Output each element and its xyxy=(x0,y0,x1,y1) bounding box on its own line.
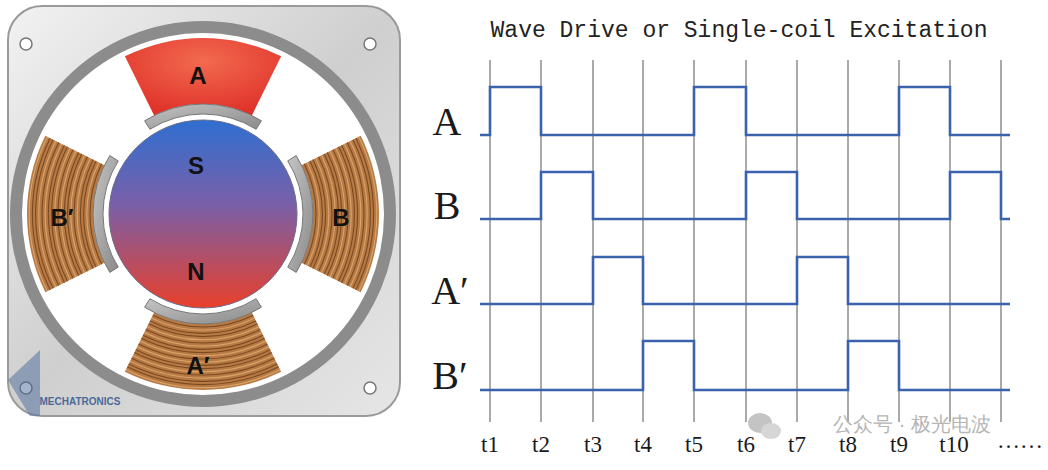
coil-winding xyxy=(29,137,47,291)
time-label-text: t5 xyxy=(684,433,704,456)
coil-winding xyxy=(147,327,259,340)
coil-winding xyxy=(146,330,261,343)
pole-shoe xyxy=(145,299,262,324)
pole-letter: S xyxy=(188,154,204,178)
time-label-text: t7 xyxy=(787,433,807,456)
signal-name-text: B xyxy=(433,186,462,226)
time-label-text: t2 xyxy=(531,433,551,456)
coil-winding xyxy=(356,138,374,289)
waveforms xyxy=(480,87,1010,390)
logo-watermark: MECHATRONICS xyxy=(39,397,122,407)
time-label: t10 xyxy=(938,433,969,456)
signal-name: B xyxy=(433,186,462,226)
coil-winding xyxy=(149,324,258,337)
coil-winding xyxy=(36,140,53,289)
gridline xyxy=(1001,60,1002,422)
pole-b-prime: B′ xyxy=(25,118,121,310)
motor-housing xyxy=(8,6,400,416)
time-label: t5 xyxy=(684,433,704,456)
pole-label: B xyxy=(332,206,349,230)
coil-winding xyxy=(319,157,332,272)
time-label: t6 xyxy=(736,433,756,456)
pole-letter: B′ xyxy=(50,206,73,230)
pole-a-prime: A′ xyxy=(107,296,299,392)
coil-winding xyxy=(353,140,370,289)
gridline xyxy=(593,60,594,422)
pole-letter: B xyxy=(332,206,349,230)
coil-winding xyxy=(141,338,264,352)
magnet-pole-label: S xyxy=(188,154,204,178)
time-label-text: t1 xyxy=(480,433,500,456)
time-label: …… xyxy=(996,429,1044,452)
pole-label: A′ xyxy=(186,354,209,378)
time-label-text: …… xyxy=(996,429,1044,452)
pulse-waveform xyxy=(480,257,1010,304)
time-label: t9 xyxy=(889,433,909,456)
time-label: t7 xyxy=(787,433,807,456)
rotor: SN xyxy=(107,118,299,310)
signal-name: A′ xyxy=(430,271,470,311)
gridline xyxy=(797,60,798,422)
coil-winding xyxy=(359,137,377,291)
time-label: t1 xyxy=(480,433,500,456)
pole-shoe xyxy=(288,156,313,273)
pole-label: A xyxy=(189,64,206,88)
coil-winding xyxy=(350,141,367,287)
coil-winding xyxy=(144,332,261,346)
coil-winding xyxy=(347,143,364,286)
pulse-waveform xyxy=(480,172,1010,219)
time-label-text: t9 xyxy=(889,433,909,456)
watermark: 公众号 · 极光电波 xyxy=(832,414,992,434)
signal-name: A xyxy=(432,102,463,142)
signal-name-text: A xyxy=(432,102,463,142)
time-label-text: t10 xyxy=(938,433,969,456)
mount-hole xyxy=(20,38,32,50)
time-label-text: t6 xyxy=(736,433,756,456)
time-label: t3 xyxy=(583,433,603,456)
time-label: t8 xyxy=(838,433,858,456)
magnet-pole-label: N xyxy=(187,260,204,284)
signal-name-text: A′ xyxy=(430,271,470,311)
stator-bore xyxy=(22,33,384,395)
chart-title: Wave Drive or Single-coil Excitation xyxy=(491,20,988,43)
stator-ring xyxy=(10,21,396,407)
mount-hole xyxy=(364,38,376,50)
pole-letter: A xyxy=(189,64,206,88)
time-label-text: t3 xyxy=(583,433,603,456)
pole-a: A xyxy=(107,36,299,132)
signal-name-text: B′ xyxy=(431,356,468,396)
rotor-magnet xyxy=(109,120,297,308)
coil-winding xyxy=(316,158,329,270)
pulse-waveform xyxy=(480,341,1010,390)
logo-watermark-text: MECHATRONICS xyxy=(39,397,122,407)
mount-hole xyxy=(364,382,376,394)
coil-winding xyxy=(143,335,263,349)
coil-winding xyxy=(74,157,87,272)
time-label: t4 xyxy=(633,433,653,456)
pole-label: B′ xyxy=(50,206,73,230)
coil-winding xyxy=(32,138,50,289)
signal-name: B′ xyxy=(431,356,468,396)
time-label-text: t4 xyxy=(633,433,653,456)
coil-winding xyxy=(313,160,326,269)
title-text: Wave Drive or Single-coil Excitation xyxy=(491,20,988,43)
pole-letter: A′ xyxy=(186,354,209,378)
watermark-text: 公众号 · 极光电波 xyxy=(832,414,992,434)
coil-winding xyxy=(77,158,90,270)
time-label: t2 xyxy=(531,433,551,456)
pole-b: B xyxy=(285,118,381,310)
coil-winding xyxy=(80,160,93,269)
time-label-text: t8 xyxy=(838,433,858,456)
pulse-waveform xyxy=(480,87,1010,135)
logo-mark xyxy=(8,350,40,416)
pole-letter: N xyxy=(187,260,204,284)
